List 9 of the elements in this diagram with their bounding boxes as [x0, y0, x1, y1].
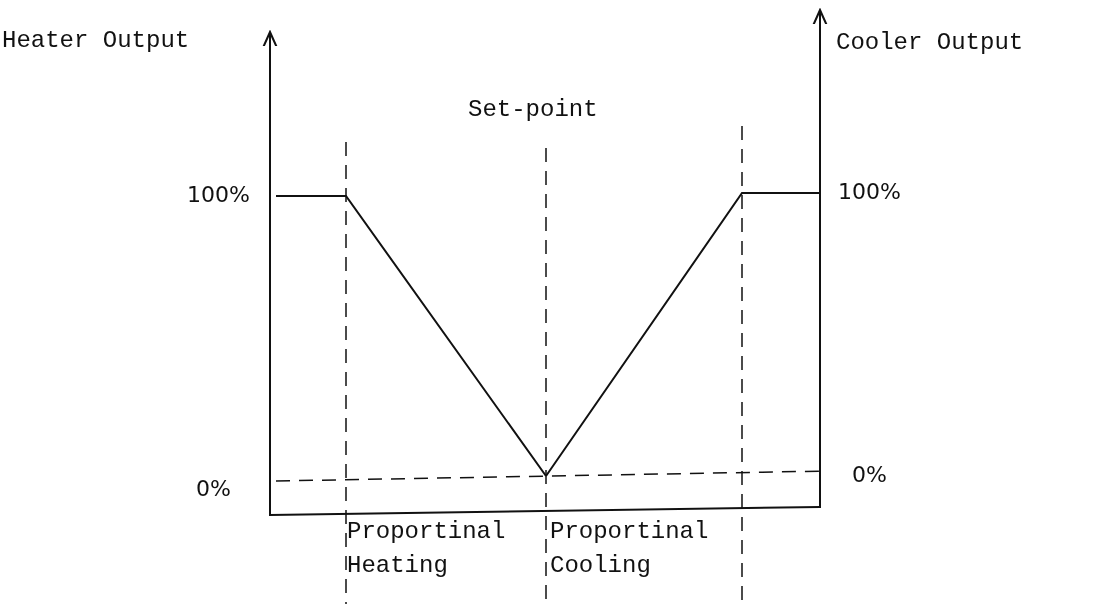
tick-label: 100%: [186, 181, 250, 209]
axis-title: Heater Output: [2, 26, 190, 56]
tick-label: 0%: [196, 475, 231, 503]
band-label: Proportinal Cooling: [550, 517, 710, 581]
band-label: Proportinal Heating: [347, 517, 507, 581]
axis-title: Cooler Output: [836, 28, 1024, 58]
tick-label: 0%: [852, 461, 887, 489]
tick-label: 100%: [838, 178, 901, 206]
set-point-label: Set-point: [468, 95, 598, 125]
